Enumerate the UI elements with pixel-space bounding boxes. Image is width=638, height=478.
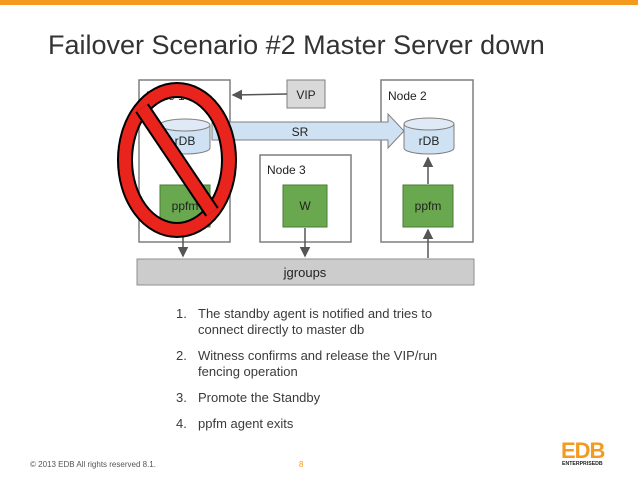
step-text: ppfm agent exits: [198, 416, 294, 431]
witness-label: W: [299, 199, 311, 213]
node-2: Node 2 rDB ppfm: [380, 79, 474, 243]
page-number: 8: [299, 460, 304, 469]
step-item: 4. ppfm agent exits: [176, 416, 456, 432]
node-2-agent-label: ppfm: [415, 199, 442, 213]
step-item: 1. The standby agent is notified and tri…: [176, 306, 456, 338]
slide-title: Failover Scenario #2 Master Server down: [48, 30, 545, 60]
jgroups-bus: jgroups: [136, 258, 475, 286]
logo-sub-text: ENTERPRISEDB: [562, 461, 603, 467]
step-number: 3.: [176, 390, 187, 405]
logo-main-text: EDB: [561, 438, 605, 463]
step-text: Promote the Standby: [198, 390, 321, 405]
failover-steps-list: 1. The standby agent is notified and tri…: [176, 306, 456, 442]
vip-arrow: [231, 89, 288, 101]
edb-logo: EDB ENTERPRISEDB: [561, 438, 606, 467]
copyright-footer: © 2013 EDB All rights reserved 8.1.: [30, 460, 156, 469]
node-1-db-label: rDB: [175, 134, 196, 148]
step-number: 1.: [176, 306, 187, 321]
node-3: Node 3 W: [259, 154, 352, 243]
top-accent-bar: [0, 0, 638, 5]
step-number: 2.: [176, 348, 187, 363]
step-text: The standby agent is notified and tries …: [198, 306, 433, 337]
node-2-db-label: rDB: [419, 134, 440, 148]
step-item: 3. Promote the Standby: [176, 390, 456, 406]
node-3-label: Node 3: [267, 163, 306, 177]
vip-label: VIP: [296, 88, 315, 102]
sr-label: SR: [292, 125, 309, 139]
node-1-agent-label: ppfm: [172, 199, 199, 213]
step-number: 4.: [176, 416, 187, 431]
node-3-witness: W: [282, 184, 328, 228]
node-2-db-cylinder: rDB: [403, 117, 455, 155]
step-item: 2. Witness confirms and release the VIP/…: [176, 348, 456, 380]
jgroups-label: jgroups: [283, 265, 327, 280]
sr-replication-arrow: SR: [211, 112, 405, 150]
node-2-label: Node 2: [388, 89, 427, 103]
prohibition-sign-icon: [117, 82, 237, 238]
step-text: Witness confirms and release the VIP/run…: [198, 348, 438, 379]
node-2-agent: ppfm: [402, 184, 454, 228]
vip-box: VIP: [286, 79, 326, 109]
